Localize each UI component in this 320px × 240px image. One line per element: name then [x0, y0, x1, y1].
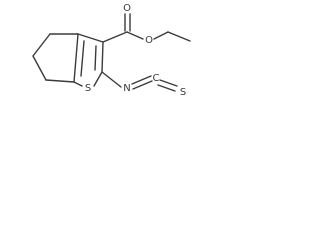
- bond-ch2-ch3: [167, 31, 191, 42]
- isothiocyanate-group: [101, 71, 178, 92]
- molecule-structure: O O S N C S: [32, 3, 191, 98]
- bond-c7-c7a: [45, 79, 75, 83]
- fused-bond: [73, 33, 85, 83]
- atom-label-n: N: [123, 83, 130, 94]
- atom-label-s-isothiocyanate: S: [180, 87, 186, 98]
- bond-c6-c7: [32, 55, 47, 81]
- atom-label-c-isothiocyanate: C: [153, 73, 160, 84]
- atom-labels: O O S N C S: [85, 3, 186, 98]
- thiophene-ring: [73, 33, 104, 87]
- ester-group: [102, 13, 191, 43]
- bond-c3-carbonyl: [102, 31, 128, 43]
- bond-c3-c2: [101, 41, 104, 73]
- bond-carbonyl-o-ester: [126, 31, 144, 40]
- bond-c-s-2: [157, 84, 176, 92]
- bond-n-c-1: [131, 75, 152, 85]
- bond-c3-c2-inner: [94, 45, 97, 71]
- bond-c5-c6: [32, 33, 51, 57]
- bond-c3a-c7a: [73, 33, 79, 83]
- bond-c2-s1: [93, 71, 103, 87]
- bond-o-ch2: [153, 31, 169, 40]
- bond-s1-c7a: [73, 81, 83, 87]
- bond-c3a-c7a-inner: [80, 40, 85, 77]
- atom-label-o-carbonyl: O: [123, 3, 131, 14]
- bond-c3a-c3: [77, 33, 104, 43]
- bond-c2-n: [101, 71, 122, 88]
- atom-label-s-ring: S: [85, 83, 91, 94]
- bond-n-c-2: [132, 80, 153, 90]
- cyclohexane-ring: [32, 33, 79, 83]
- bond-c-s-1: [159, 79, 178, 87]
- atom-label-o-ester: O: [145, 35, 153, 46]
